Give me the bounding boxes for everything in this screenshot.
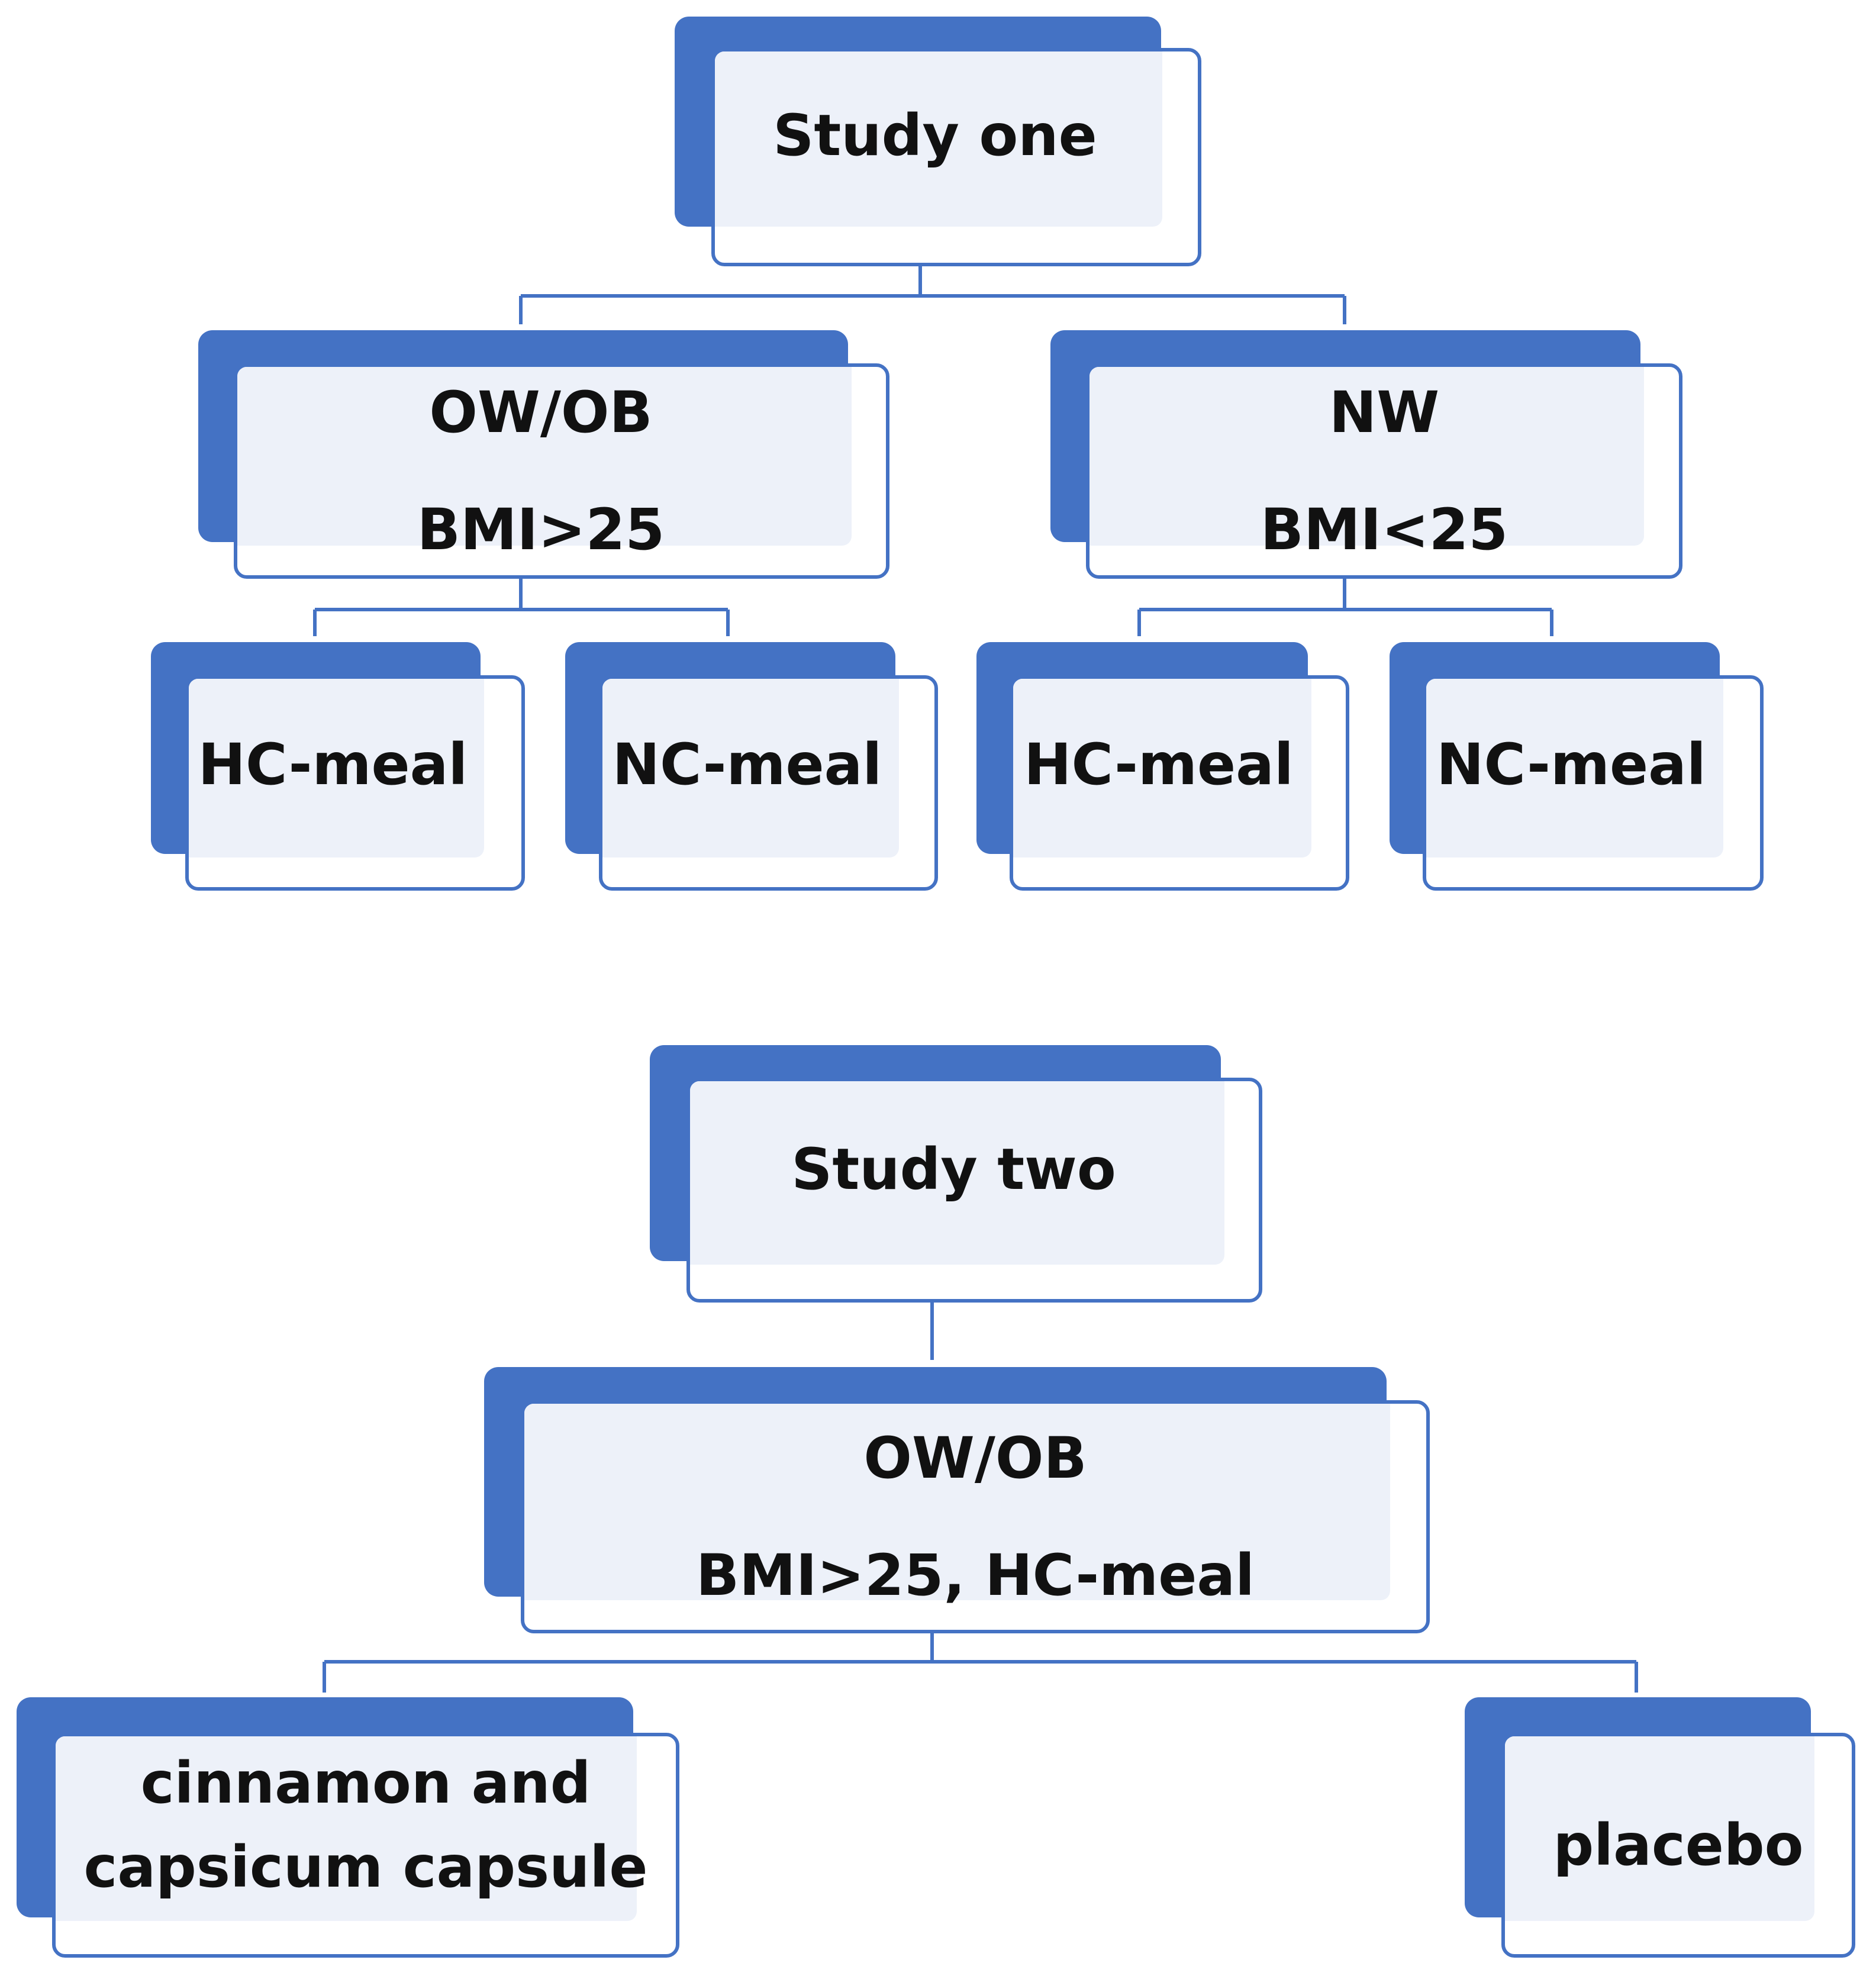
treatment-arm-line1: cinnamon and (140, 1750, 591, 1816)
ow-ob-label: OW/OB (429, 379, 653, 446)
nw-nc-meal-label: NC-meal (1436, 731, 1706, 798)
treatment-arm-line2: capsicum capsule (83, 1834, 648, 1900)
placebo-arm-node: placebo (1465, 1697, 1855, 1958)
ow-ob-nc-meal-node: NC-meal (565, 642, 938, 891)
study-one-ow-ob-node: OW/OB BMI>25 (198, 330, 889, 579)
ow-ob-hc-meal-node: HC-meal (151, 642, 525, 891)
ow-ob-bmi-label: BMI>25 (417, 497, 665, 563)
nw-hc-meal-node: HC-meal (976, 642, 1349, 891)
study-one-node: Study one (675, 17, 1201, 266)
study-one-title: Study one (773, 102, 1097, 169)
study-one-nw-node: NW BMI<25 (1050, 330, 1682, 579)
connector-group-to-arms (323, 1627, 1638, 1693)
nw-bmi-label: BMI<25 (1260, 497, 1508, 563)
placebo-arm-label: placebo (1553, 1812, 1804, 1878)
study-two-bmi-hc-label: BMI>25, HC-meal (695, 1542, 1255, 1608)
study-two-ow-ob-label: OW/OB (863, 1425, 1087, 1491)
ow-ob-hc-meal-label: HC-meal (198, 731, 468, 798)
ow-ob-nc-meal-label: NC-meal (612, 731, 882, 798)
nw-label: NW (1329, 379, 1440, 446)
nw-hc-meal-label: HC-meal (1024, 731, 1294, 798)
nw-nc-meal-node: NC-meal (1390, 642, 1764, 891)
treatment-arm-node: cinnamon and capsicum capsule (17, 1697, 679, 1958)
study-two-node: Study two (650, 1045, 1262, 1303)
study-two-title: Study two (791, 1136, 1116, 1203)
connector-ow-ob-to-meals (313, 577, 730, 636)
connector-nw-to-meals (1137, 577, 1553, 636)
study-two-ow-ob-node: OW/OB BMI>25, HC-meal (484, 1367, 1430, 1633)
